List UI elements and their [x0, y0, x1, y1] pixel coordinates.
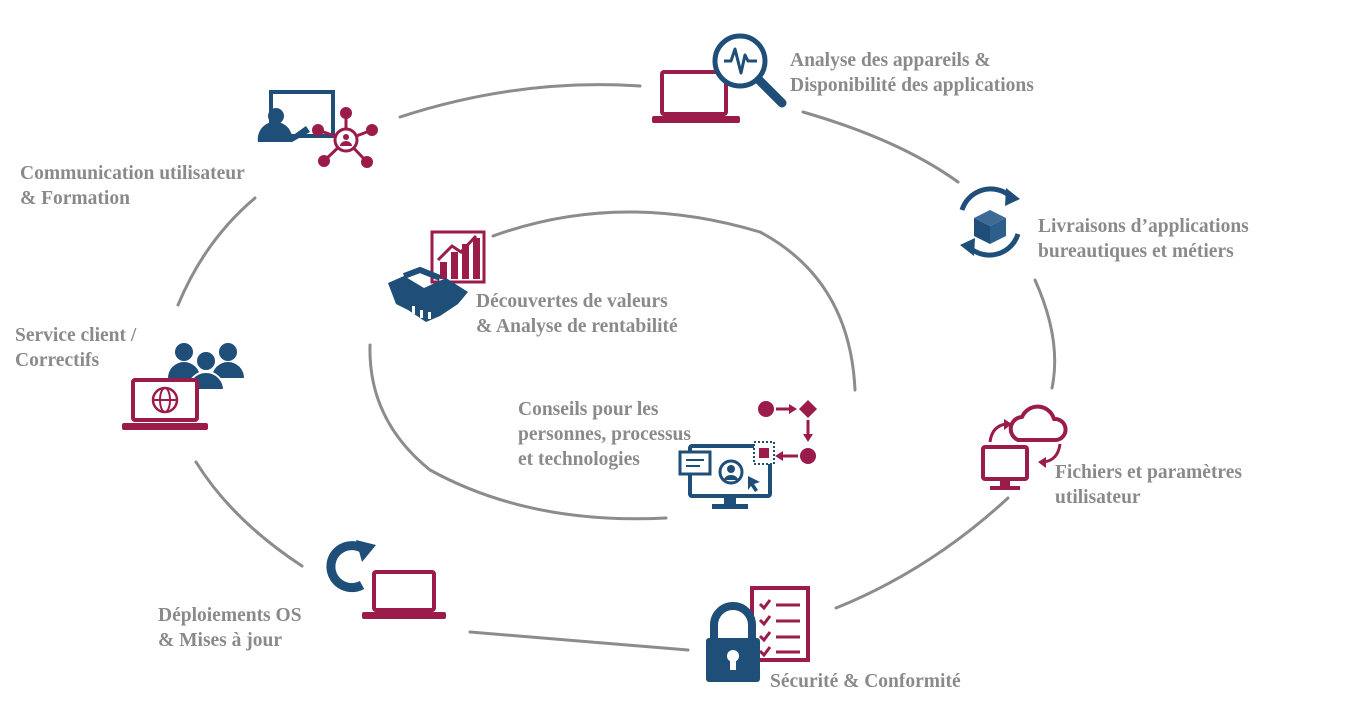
box-refresh-cycle-icon: [959, 186, 1021, 258]
security-label: Sécurité & Conformité: [770, 671, 961, 692]
inner-ring: [368, 210, 857, 521]
handshake-chart-icon: [388, 230, 486, 322]
padlock-checklist-icon: [706, 586, 810, 682]
outer-ring: [176, 83, 1057, 652]
monitor-process-flow-icon: [678, 400, 817, 509]
laptop-refresh-arrow-icon: [326, 540, 446, 619]
laptop-magnifier-pulse-icon: [652, 33, 787, 123]
advice-label: Conseils pour les personnes, processus e…: [518, 399, 691, 470]
presenter-network-icon: [257, 90, 378, 168]
device-analysis-label: Analyse des appareils & Disponibilité de…: [790, 50, 1034, 96]
user-files-label: Fichiers et paramètres utilisateur: [1055, 462, 1242, 508]
os-deploy-label: Déploiements OS & Mises à jour: [158, 605, 302, 651]
value-discovery-label: Découvertes de valeurs & Analyse de rent…: [476, 291, 678, 337]
laptop-globe-users-icon: [122, 343, 244, 430]
support-label: Service client / Correctifs: [15, 325, 137, 371]
training-label: Communication utilisateur & Formation: [20, 163, 245, 209]
app-delivery-label: Livraisons d’applications bureautiques e…: [1038, 216, 1249, 262]
monitor-cloud-sync-icon: [981, 404, 1068, 490]
